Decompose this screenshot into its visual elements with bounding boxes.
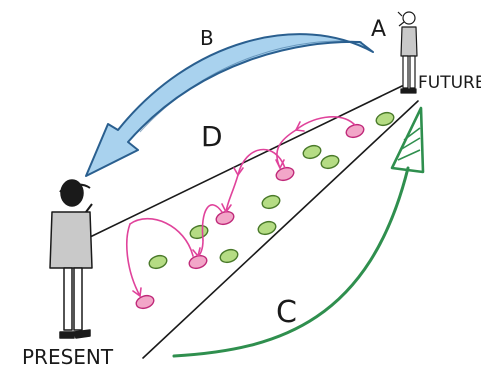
road-upper-edge: [87, 85, 403, 239]
green-dot: [219, 248, 239, 264]
pink-hop-arrows: [126, 116, 356, 297]
pink-hop-arrow: [295, 116, 356, 131]
road: [87, 85, 419, 359]
pink-hop-arrow: [295, 121, 305, 132]
green-dot: [320, 154, 340, 170]
label-a: A: [371, 17, 386, 42]
pink-hop-arrow: [221, 203, 232, 213]
pink-dots: [135, 123, 365, 310]
pink-dot: [275, 166, 295, 182]
pink-dot: [135, 294, 155, 310]
road-lower-edge: [142, 100, 419, 359]
pink-dot: [215, 210, 235, 226]
present-person-icon: [49, 179, 93, 339]
blue-arrow-b: [85, 33, 374, 177]
pink-hop-arrow: [126, 223, 141, 297]
pink-hop-arrow: [233, 167, 244, 176]
green-dot: [302, 144, 322, 160]
green-dots: [148, 111, 395, 270]
pink-hop-arrow: [225, 174, 239, 213]
pink-hop-arrow: [132, 287, 142, 297]
pink-hop-arrow: [237, 148, 286, 176]
green-dot: [375, 111, 395, 127]
label-future: FUTURE: [418, 73, 481, 93]
green-dot: [257, 220, 277, 236]
label-c: C: [276, 295, 297, 330]
pink-hop-arrow: [192, 247, 201, 257]
label-d: D: [201, 120, 223, 153]
label-b: B: [200, 26, 214, 50]
pink-dot: [345, 123, 365, 139]
future-person-icon: [397, 11, 418, 94]
pink-hop-arrow: [201, 204, 223, 241]
green-dot: [261, 194, 281, 210]
pink-dot: [188, 254, 208, 270]
pink-hop-arrow: [276, 129, 297, 169]
pink-hop-arrow: [275, 159, 285, 169]
green-arrow-c: [172, 106, 425, 358]
pink-hop-arrow: [129, 218, 194, 257]
green-dot: [148, 254, 168, 270]
label-present: PRESENT: [22, 345, 114, 369]
green-dot: [189, 224, 209, 240]
